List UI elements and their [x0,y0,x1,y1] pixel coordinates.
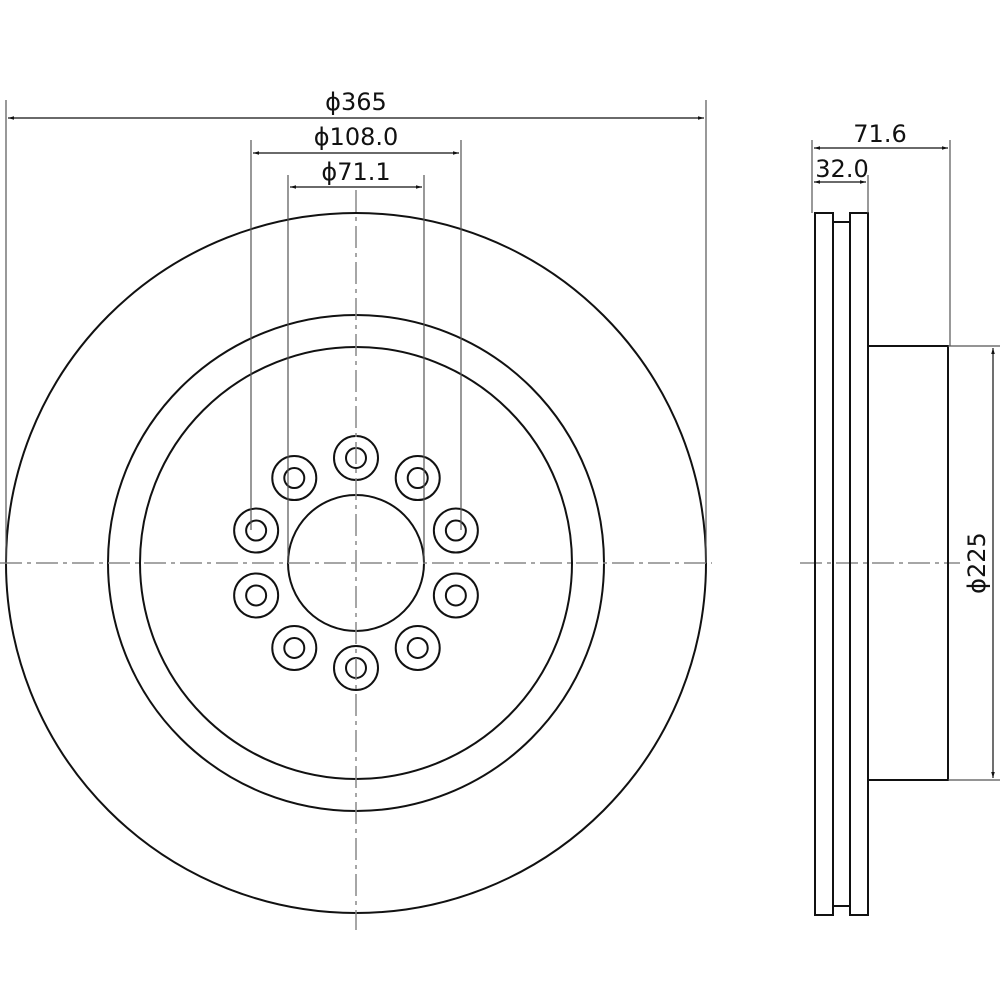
bolt-hole-bore [406,636,429,659]
bolt-hole [233,572,280,619]
bolt-hole [394,455,441,502]
thickness-label: 32.0 [815,155,868,183]
bolt-hole-counterbore [271,624,318,671]
bolt-hole-bore [444,519,467,542]
bolt-hole-counterbore [333,645,379,691]
bolt-hole-bore [245,519,268,542]
bolt-hole-counterbore [432,507,479,554]
front-dimensions [5,100,707,563]
bolt-hole-bore [283,636,306,659]
bolt-hole-counterbore [394,624,441,671]
outer-diameter-label: ϕ365 [325,88,387,116]
hub-bore-label: ϕ71.1 [321,158,390,186]
bolt-hole [271,624,318,671]
bolt-holes [233,435,479,691]
bolt-hole-bore [444,584,467,607]
bolt-hole-counterbore [394,455,441,502]
bolt-hole [271,455,318,502]
bolt-hole-counterbore [233,572,280,619]
bolt-hole-counterbore [233,507,280,554]
bolt-hole [233,507,280,554]
bolt-circle-label: ϕ108.0 [314,123,399,151]
bolt-hole-counterbore [432,572,479,619]
bolt-hole-bore [283,467,306,490]
outer-friction-plate [814,212,834,916]
side-dimensions [811,140,1000,781]
bolt-hole [432,507,479,554]
hat-section [867,345,949,781]
bolt-hole-bore [406,467,429,490]
bolt-hole [394,624,441,671]
bolt-hole-bore [245,584,268,607]
centerlines [0,190,960,930]
hat-diameter-label: ϕ225 [963,532,991,594]
side-view [814,212,949,916]
bolt-hole-counterbore [271,455,318,502]
bolt-hole [432,572,479,619]
inner-friction-plate [849,212,869,916]
total-height-label: 71.6 [853,120,906,148]
